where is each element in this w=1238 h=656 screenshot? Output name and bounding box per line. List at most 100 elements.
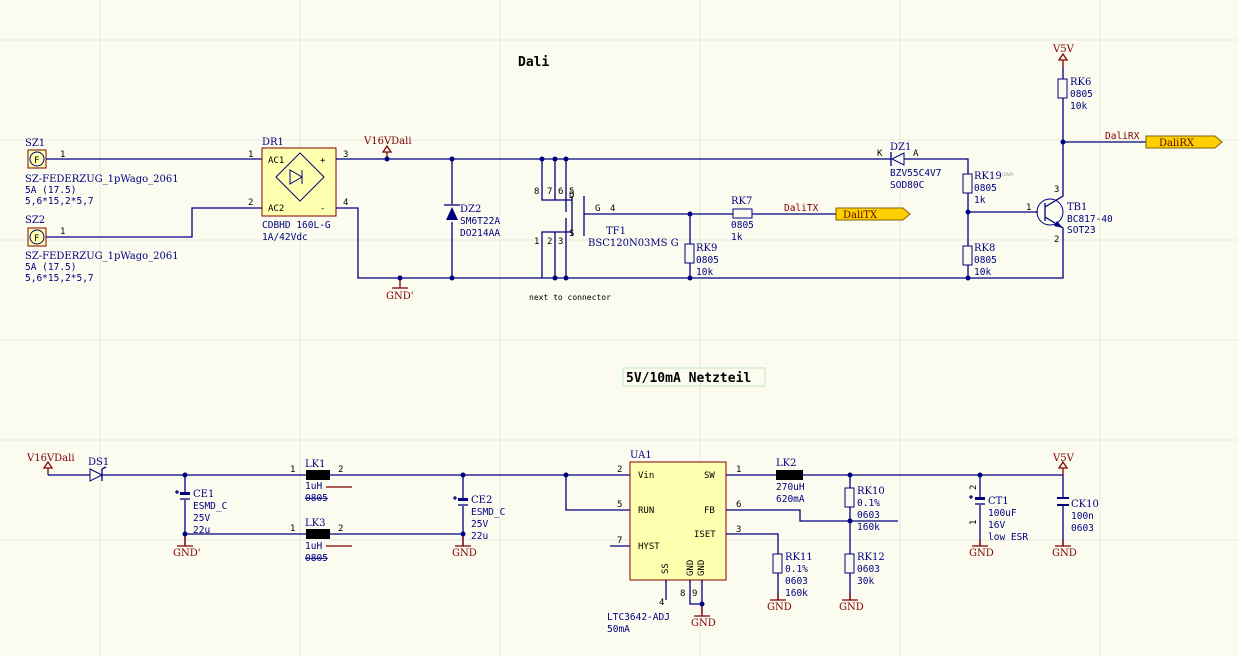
dr1-pin4: 4 (343, 198, 348, 208)
ce1-ref: CE1 (193, 489, 214, 500)
gnd-prime-symbol-top: GND' (386, 278, 414, 302)
ua1-pin9: 9 (692, 589, 697, 599)
sz2-pin: 1 (60, 227, 65, 237)
rk11-size: 0603 (785, 576, 808, 587)
tb1-part: BC817-40 (1067, 214, 1113, 225)
tf1-ref: TF1 (606, 226, 626, 237)
ce2-capacitor[interactable]: CE2 ESMD_C 25V 22u (453, 475, 505, 546)
ce1-voltage: 25V (193, 513, 210, 524)
tf1-pin5: 5 (569, 187, 574, 197)
rk9-ref: RK9 (696, 243, 717, 254)
gnd-label-ck10: GND (1052, 548, 1077, 559)
v5v-power-port-bottom: V5V (1052, 453, 1075, 475)
lk3-inductor[interactable]: LK3 1 2 1uH 0805 (290, 518, 352, 564)
ct1-capacitor[interactable]: 2 1 CT1 100uF 16V low ESR (969, 475, 1028, 546)
ua1-pin6: 6 (736, 500, 741, 510)
sz1-connector[interactable]: F SZ1 1 SZ-FEDERZUG_1pWago_2061 5A (17.5… (25, 138, 179, 207)
ua1-pin3: 3 (736, 525, 741, 535)
rk19-ref: RK19 (974, 171, 1002, 182)
v16vdali-label-top: V16VDali (363, 136, 412, 147)
ck10-capacitor[interactable]: CK10 100n 0603 (1057, 475, 1099, 546)
ck10-value: 100n (1071, 511, 1094, 522)
gnd-symbol-ct1: GND (969, 540, 994, 559)
rk8-resistor[interactable]: RK8 0805 10k (962, 243, 997, 278)
tf1-part: BSC120N03MS G (588, 238, 679, 249)
ua1-ss: SS (661, 563, 671, 574)
sz1-ref: SZ1 (25, 138, 45, 149)
lk1-inductor[interactable]: LK1 1 2 1uH 0805 (290, 459, 566, 504)
ct1-pin2: 2 (969, 485, 979, 490)
ds1-diode[interactable]: DS1 (48, 457, 306, 482)
tb1-pkg: SOT23 (1067, 225, 1096, 236)
rk19-size: 0805 (974, 183, 997, 194)
dr1-pin1: 1 (248, 150, 253, 160)
rk11-resistor[interactable]: RK11 0.1% 0603 160k (772, 552, 813, 599)
rk11-ref: RK11 (785, 552, 813, 563)
ua1-part: LTC3642-ADJ (607, 612, 670, 623)
lk3-pin1: 1 (290, 524, 295, 534)
junctions-bottom (182, 472, 983, 607)
v5v-power-port-top: V5V (1052, 44, 1075, 68)
dz2-tvs-diode[interactable]: DZ2 SM6T22A DO214AA (444, 159, 500, 278)
dz1-zener-diode[interactable]: K A DZ1 BZV55C4V7 SOD80C (872, 142, 941, 191)
ce1-pkg: ESMD_C (193, 501, 227, 512)
dz1-ref: DZ1 (890, 142, 911, 153)
lk2-inductor[interactable]: LK2 270uH 620mA (776, 458, 805, 505)
rk12-ref: RK12 (857, 552, 885, 563)
ds1-ref: DS1 (88, 457, 109, 468)
ua1-run: RUN (638, 506, 654, 516)
rk12-size: 0603 (857, 564, 880, 575)
tf1-pin6: 6 (558, 187, 563, 197)
v16vdali-power-port-top: V16VDali (363, 136, 412, 159)
ua1-pin1: 1 (736, 465, 741, 475)
rk11-tol: 0.1% (785, 564, 808, 575)
ua1-pin2: 2 (617, 465, 622, 475)
ua1-current: 50mA (607, 624, 630, 635)
wire-sz2-dr1 (46, 207, 262, 238)
junctions-top (384, 139, 1066, 281)
ua1-pin5: 5 (617, 500, 622, 510)
dr1-pin2: 2 (248, 198, 253, 208)
sz2-connector[interactable]: F SZ2 1 SZ-FEDERZUG_1pWago_2061 5A (17.5… (25, 215, 179, 284)
tf1-pin2: 2 (547, 237, 552, 247)
dalirx-port[interactable]: DaliRX (1145, 135, 1223, 149)
gnd-label-ct1: GND (969, 548, 994, 559)
rk6-resistor[interactable]: RK6 0805 10k (1057, 68, 1093, 142)
rk12-resistor[interactable]: RK12 0603 30k (844, 552, 885, 587)
rk11-value: 160k (785, 588, 808, 599)
tf1-gate-pin: 4 (610, 204, 615, 214)
sz1-rating: 5A (17.5) (25, 185, 76, 196)
rk10-value: 160k (857, 522, 880, 533)
dz2-part: SM6T22A (460, 216, 500, 227)
dr1-bridge-rectifier[interactable]: AC1 AC2 + - 1 2 3 4 DR1 CDBHD 160L-G 1A/… (248, 137, 348, 243)
rk9-resistor[interactable]: RK9 0805 10k (684, 214, 719, 278)
ua1-regulator[interactable]: Vin SW RUN FB HYST ISET SS GND GND 2 5 7… (607, 450, 741, 635)
sz2-glyph: F (34, 234, 39, 244)
ce2-value: 22u (471, 531, 488, 542)
lk1-pin2: 2 (338, 465, 343, 475)
ct1-esr: low ESR (988, 532, 1028, 543)
ua1-sw: SW (704, 471, 715, 481)
sz2-rating: 5A (17.5) (25, 262, 76, 273)
dz2-ref: DZ2 (460, 204, 481, 215)
ce1-capacitor[interactable]: CE1 ESMD_C 25V 22u (175, 475, 227, 546)
gnd-label-ua1: GND (691, 618, 716, 629)
ua1-iset: ISET (694, 530, 716, 540)
tb1-npn-transistor[interactable]: 1 3 2 TB1 BC817-40 SOT23 (968, 142, 1113, 245)
ua1-pin4: 4 (659, 598, 664, 608)
lk3-ref: LK3 (305, 518, 325, 529)
dr1-ac2: AC2 (268, 204, 284, 214)
rk7-resistor[interactable]: RK7 0805 1k (690, 196, 836, 243)
gnd-symbol-ua1: GND (691, 604, 716, 629)
gnd-label-rk12: GND (839, 602, 864, 613)
rk10-ref: RK10 (857, 486, 885, 497)
tb1-pin1: 1 (1026, 203, 1031, 213)
dalitx-port[interactable]: DaliTX (835, 207, 911, 221)
tf1-mosfet[interactable]: 8 7 6 5 1 2 3 D S G 4 TF1 BSC120N03MS G (534, 159, 690, 278)
ct1-voltage: 16V (988, 520, 1005, 531)
sz1-size: 5,6*15,2*5,7 (25, 196, 94, 207)
rk19-resistor[interactable]: RK19 (DNP) 0805 1k (962, 171, 1014, 246)
rk12-value: 30k (857, 576, 874, 587)
tf1-pin3: 3 (558, 237, 563, 247)
